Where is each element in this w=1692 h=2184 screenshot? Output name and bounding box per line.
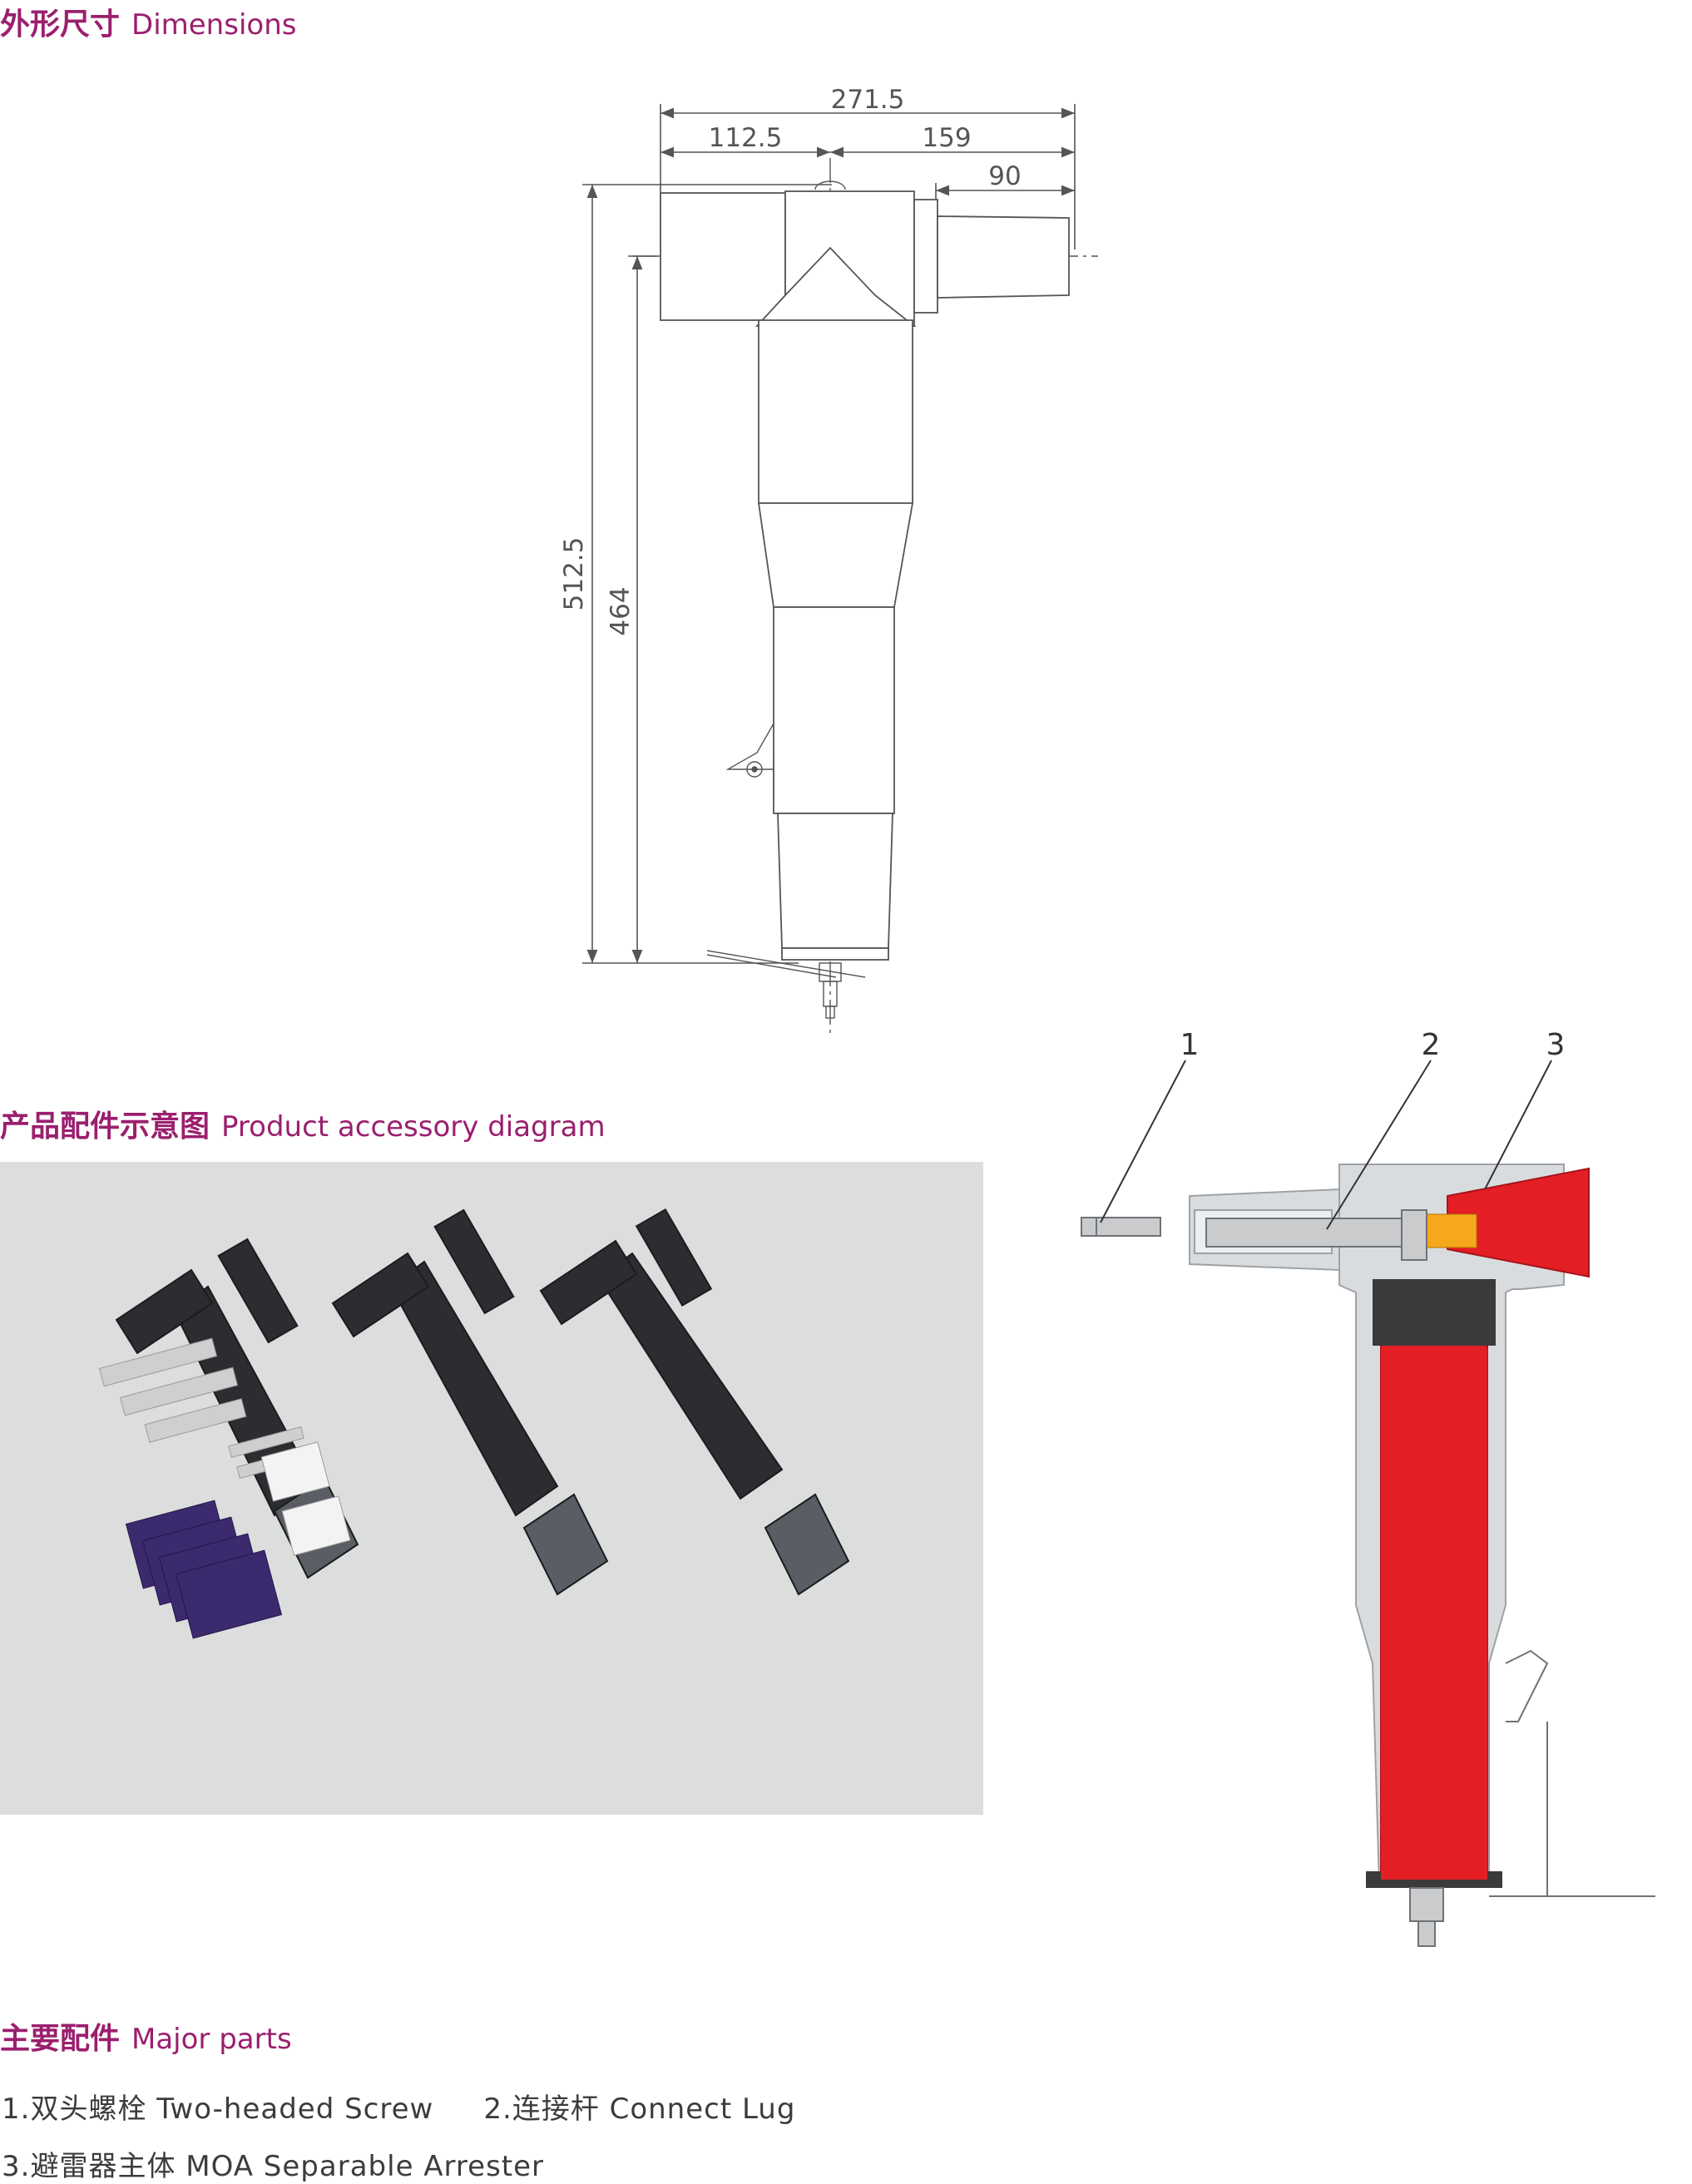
dim-axis-height: 464	[606, 586, 636, 635]
bottom-tube	[777, 813, 893, 949]
parts-list-row-1: 1.双头螺栓 Two-headed Screw 2.连接杆 Connect Lug	[2, 2086, 845, 2127]
accessory-heading-en: Product accessory diagram	[221, 1110, 606, 1144]
major-parts-heading-zh: 主要配件	[0, 2022, 121, 2056]
accessory-photo-art	[98, 1208, 850, 1639]
part-item-2: 2.连接杆 Connect Lug	[483, 2093, 796, 2126]
bushing-ring	[913, 199, 938, 314]
upper-body	[758, 319, 913, 504]
connect-lug	[1205, 1218, 1403, 1248]
lower-body	[773, 606, 895, 814]
part-item-1: 1.双头螺栓 Two-headed Screw	[2, 2093, 434, 2126]
taper-section	[757, 502, 914, 608]
bottom-cap	[781, 947, 889, 961]
connector-gold	[1426, 1213, 1477, 1248]
major-parts-heading-en: Major parts	[131, 2023, 292, 2056]
dimensions-heading: 外形尺寸 Dimensions	[0, 0, 296, 43]
callout-1: 1	[1180, 1031, 1200, 1062]
part-item-3: 3.避雷器主体 MOA Separable Arrester	[2, 2150, 545, 2183]
dimensions-heading-zh: 外形尺寸	[0, 7, 121, 42]
bushing-cone	[937, 215, 1070, 299]
accessory-photo	[0, 1162, 983, 1815]
accessory-heading: 产品配件示意图 Product accessory diagram	[0, 1102, 606, 1145]
callout-3: 3	[1546, 1031, 1566, 1062]
dim-bushing-width: 90	[988, 161, 1021, 191]
dim-left-width: 112.5	[709, 123, 783, 153]
arrester-cap-dark	[1373, 1279, 1496, 1346]
cutaway-diagram: 1 2 3	[1081, 1031, 1655, 1947]
major-parts-heading: 主要配件 Major parts	[0, 2014, 292, 2058]
dim-total-height: 512.5	[559, 537, 589, 611]
left-cylinder	[660, 192, 786, 321]
dim-right-width: 159	[922, 123, 971, 153]
dimensions-heading-en: Dimensions	[131, 8, 297, 42]
dimension-drawing: 271.5 112.5 159 90 512.5 464	[559, 85, 1098, 1035]
callout-2: 2	[1422, 1031, 1441, 1062]
parts-list-row-2: 3.避雷器主体 MOA Separable Arrester	[2, 2143, 594, 2184]
dim-total-width: 271.5	[831, 85, 905, 115]
accessory-heading-zh: 产品配件示意图	[0, 1109, 210, 1144]
